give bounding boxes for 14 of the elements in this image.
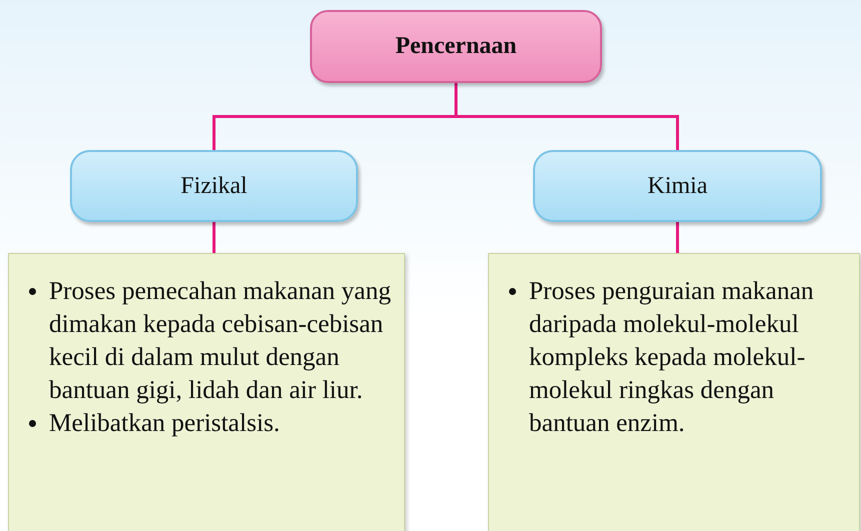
category-label: Fizikal <box>180 172 248 200</box>
description-panel <box>8 253 405 531</box>
category-label: Kimia <box>648 172 708 200</box>
category-box <box>70 150 358 222</box>
topic-title: Pencernaan <box>395 32 517 61</box>
description-panel <box>488 253 860 531</box>
connector-line <box>212 222 216 253</box>
bullet-text: Proses penguraian makanan daripada molekul-molekul kompleks kepada molekul-molekul ringkas dengan bantuan enzim. <box>529 275 815 439</box>
bullet-text: Proses pemecahan makanan yang dimakan kepada cebisan-cebisan kecil di dalam mulut dengan bantuan gigi, lidah dan air liur. <box>49 275 391 406</box>
bullet-text: Melibatkan peristalsis. <box>49 407 280 439</box>
connector-line <box>454 83 679 150</box>
category-box <box>533 150 822 222</box>
topic-box <box>310 10 602 83</box>
connector-line <box>676 222 679 253</box>
